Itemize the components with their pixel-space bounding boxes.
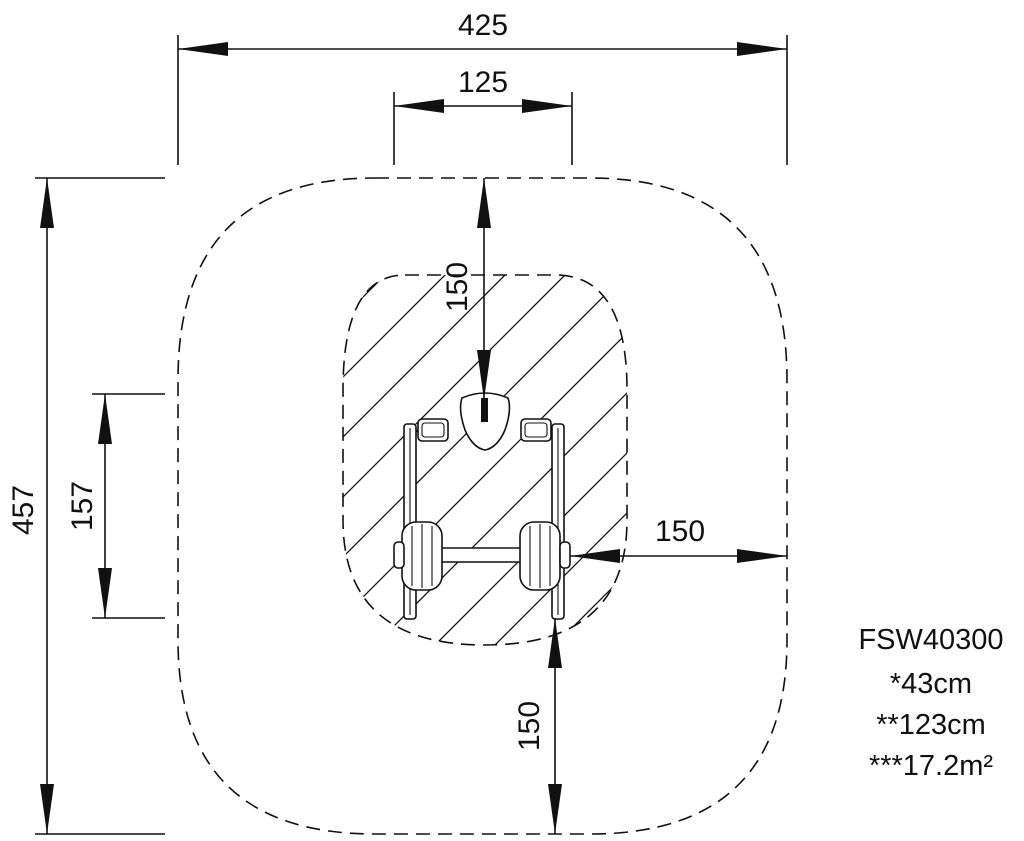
dimension-equipment-length: 157	[66, 393, 165, 619]
spec-line-2: **123cm	[876, 709, 986, 741]
clearance-side-label: 150	[655, 515, 705, 548]
dimension-overall-width: 425	[177, 9, 788, 165]
dimension-clearance-bottom: 150	[513, 618, 562, 834]
equipment-top-view	[393, 392, 571, 620]
spec-line-1: *43cm	[890, 668, 972, 700]
spec-block: FSW40300 *43cm **123cm ***17.2m²	[858, 624, 1003, 782]
overall-width-label: 425	[458, 9, 508, 42]
clearance-top-label: 150	[441, 262, 474, 312]
outer-safety-zone	[177, 177, 788, 835]
product-code: FSW40300	[858, 624, 1003, 656]
equipment-width-label: 125	[458, 66, 508, 99]
dimension-clearance-top: 150	[441, 178, 491, 400]
pedal-axle	[439, 547, 531, 563]
dimension-clearance-side: 150	[570, 515, 787, 563]
equipment-length-label: 157	[66, 481, 99, 531]
dimension-overall-length: 457	[7, 177, 165, 835]
seat-post	[481, 398, 488, 422]
dimension-equipment-width: 125	[393, 66, 573, 165]
left-pedal	[393, 541, 405, 569]
spec-line-3: ***17.2m²	[869, 750, 993, 782]
inner-hatched-zone	[342, 274, 628, 646]
clearance-bottom-label: 150	[513, 701, 546, 751]
overall-length-label: 457	[7, 485, 40, 535]
right-pedal	[559, 541, 571, 569]
